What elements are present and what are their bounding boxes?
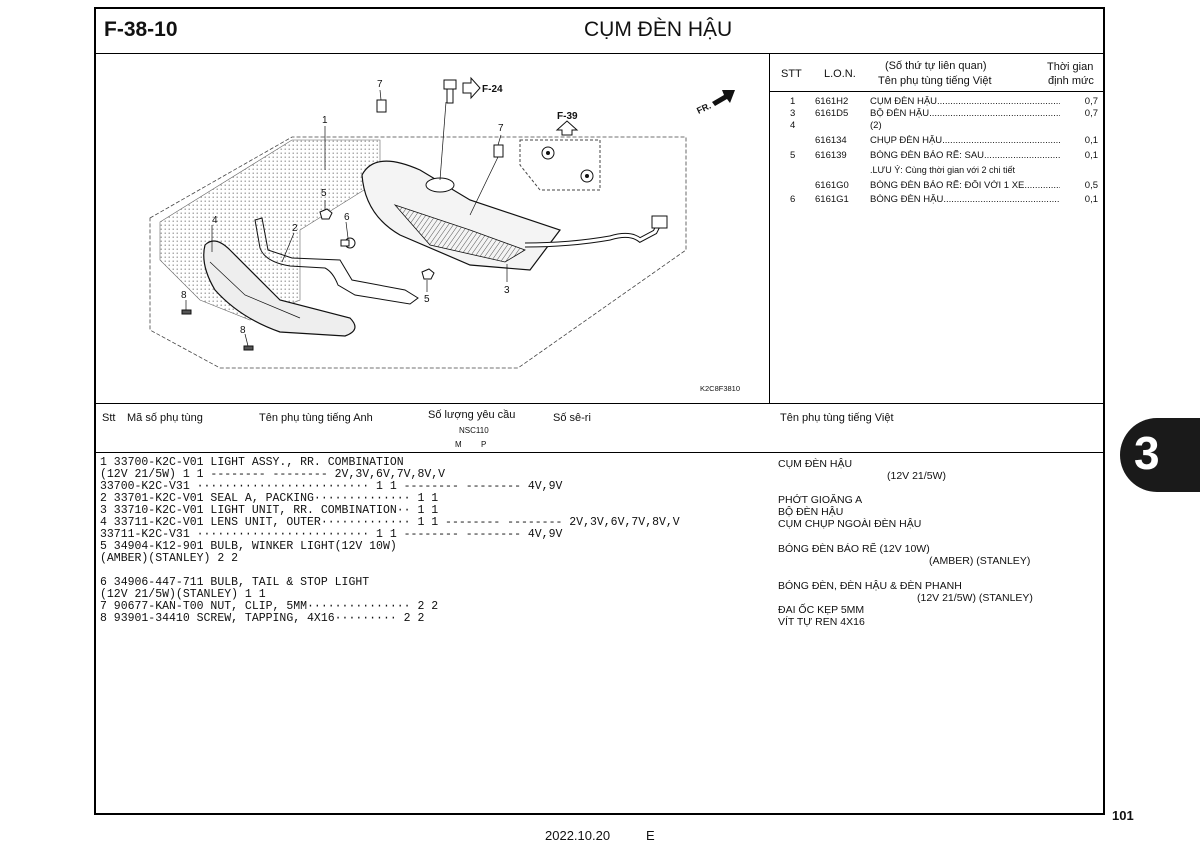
vi-name: PHỚT GIOĂNG A xyxy=(778,494,863,506)
parts-list-line: 1 33700-K2C-V01 LIGHT ASSY., RR. COMBINA… xyxy=(100,456,404,469)
callout-4: 4 xyxy=(212,215,218,226)
diagram-outline xyxy=(149,136,687,369)
socket xyxy=(425,177,455,193)
bolt xyxy=(443,79,457,90)
parts-list-line: 7 90677-KAN-T00 NUT, CLIP, 5MM··········… xyxy=(100,600,439,613)
taillight-lens xyxy=(393,204,526,263)
legend-row: 4(2) xyxy=(790,120,882,131)
clip-nut xyxy=(421,268,435,280)
legend-note: .LƯU Ý: Cùng thời gian với 2 chi tiết xyxy=(870,165,1016,175)
table-header-divider xyxy=(95,452,1104,453)
parts-list-line: 33711-K2C-V31 ························· … xyxy=(100,528,563,541)
taillight-housing xyxy=(361,160,561,271)
parts-list-line: 6 34906-447-711 BULB, TAIL & STOP LIGHT xyxy=(100,576,370,589)
diagram-code: K2C8F3810 xyxy=(700,384,740,393)
page-code: F-38-10 xyxy=(104,18,178,41)
diagram-legend-divider xyxy=(769,54,770,404)
f39-arrow xyxy=(555,120,579,136)
table-header-m: M xyxy=(455,440,462,449)
vi-name: BÓNG ĐÈN, ĐÈN HẬU & ĐÈN PHANH xyxy=(778,580,962,592)
vi-name: VÍT TỰ REN 4X16 xyxy=(778,616,865,628)
f39-box xyxy=(519,139,601,191)
callout-1: 1 xyxy=(322,115,328,126)
ref-fr: FR. xyxy=(695,101,712,116)
exploded-parts-diagram: 1 2 3 4 5 5 6 7 7 8 8 F-24 F-39 FR. K2C8… xyxy=(149,76,740,393)
clip-nut xyxy=(319,208,333,220)
callout-2: 2 xyxy=(292,223,298,234)
parts-list-line: 8 93901-34410 SCREW, TAPPING, 4X16······… xyxy=(100,612,425,625)
callout-6: 6 xyxy=(344,212,350,223)
callout-8a: 8 xyxy=(181,290,187,301)
vi-name: CỤM CHỤP NGOÀI ĐÈN HẬU xyxy=(778,518,922,530)
legend-header-time2: định mức xyxy=(1048,75,1094,87)
legend-header-desc1: (Số thứ tự liên quan) xyxy=(885,60,987,72)
fr-arrow xyxy=(712,90,735,106)
parts-list-line: 3 33710-K2C-V01 LIGHT UNIT, RR. COMBINAT… xyxy=(100,504,439,517)
ref-f24: F-24 xyxy=(482,84,503,95)
callout-7a: 7 xyxy=(377,79,383,90)
parts-list-line: (AMBER)(STANLEY) 2 2 xyxy=(100,552,239,565)
vi-name: (AMBER) (STANLEY) xyxy=(929,555,1031,567)
tapping-screw xyxy=(181,309,192,315)
footer-date: 2022.10.20 xyxy=(545,828,611,843)
page-title: CỤM ĐÈN HẬU xyxy=(584,18,733,41)
callout-7b: 7 xyxy=(498,123,504,134)
section-tab-label: 3 xyxy=(1134,427,1160,479)
parts-list-line: 4 33711-K2C-V01 LENS UNIT, OUTER········… xyxy=(100,516,680,529)
seal-packing xyxy=(254,217,419,305)
ref-f39: F-39 xyxy=(557,111,578,122)
callout-5b: 5 xyxy=(424,294,430,305)
table-header-part-no: Mã số phụ tùng xyxy=(127,412,203,424)
f24-arrow xyxy=(462,76,481,100)
footer-edition: E xyxy=(646,828,655,843)
connector xyxy=(651,215,668,229)
clip xyxy=(493,144,504,158)
callout-3: 3 xyxy=(504,285,510,296)
table-header-name-en: Tên phụ tùng tiếng Anh xyxy=(259,412,373,424)
section-tab: 3 xyxy=(1120,418,1200,492)
vi-name: CỤM ĐÈN HẬU xyxy=(778,458,853,470)
clip xyxy=(376,99,387,113)
vi-name: BÓNG ĐÈN BÁO RẼ (12V 10W) xyxy=(778,543,930,555)
page-number: 101 xyxy=(1112,808,1134,823)
parts-list-line: 2 33701-K2C-V01 SEAL A, PACKING·········… xyxy=(100,492,439,505)
table-header-qty: Số lượng yêu cầu xyxy=(428,409,516,421)
diagram-table-divider xyxy=(95,403,1104,404)
vi-name: (12V 21/5W) xyxy=(887,470,946,482)
parts-list-line: (12V 21/5W)(STANLEY) 1 1 xyxy=(100,588,266,601)
table-header-name-vi: Tên phụ tùng tiếng Việt xyxy=(780,412,894,424)
vi-name: ĐAI ỐC KẸP 5MM xyxy=(778,604,865,616)
legend-header-lon: L.O.N. xyxy=(824,68,856,80)
legend-header-divider xyxy=(770,91,1104,92)
table-header-stt: Stt xyxy=(102,412,116,424)
parts-list-line: 33700-K2C-V31 ························· … xyxy=(100,480,563,493)
legend-header-stt: STT xyxy=(781,68,802,80)
header-divider xyxy=(95,53,1104,54)
outer-lens xyxy=(203,240,356,337)
parts-list-line: 5 34904-K12-901 BULB, WINKER LIGHT(12V 1… xyxy=(100,540,397,553)
legend-header-desc2: Tên phụ tùng tiếng Việt xyxy=(878,75,992,87)
vi-name: BỘ ĐÈN HẬU xyxy=(778,506,844,518)
legend-header-time1: Thời gian xyxy=(1047,61,1094,73)
table-header-serial: Số sê-ri xyxy=(553,412,591,424)
page-frame xyxy=(94,7,1105,815)
callout-5a: 5 xyxy=(321,188,327,199)
vi-name: (12V 21/5W) (STANLEY) xyxy=(917,592,1033,604)
tapping-screw xyxy=(243,345,254,351)
parts-list-line: (12V 21/5W) 1 1 -------- -------- 2V,3V,… xyxy=(100,468,446,481)
table-header-model: NSC110 xyxy=(459,426,489,435)
table-header-p: P xyxy=(481,440,487,449)
callout-8b: 8 xyxy=(240,325,246,336)
